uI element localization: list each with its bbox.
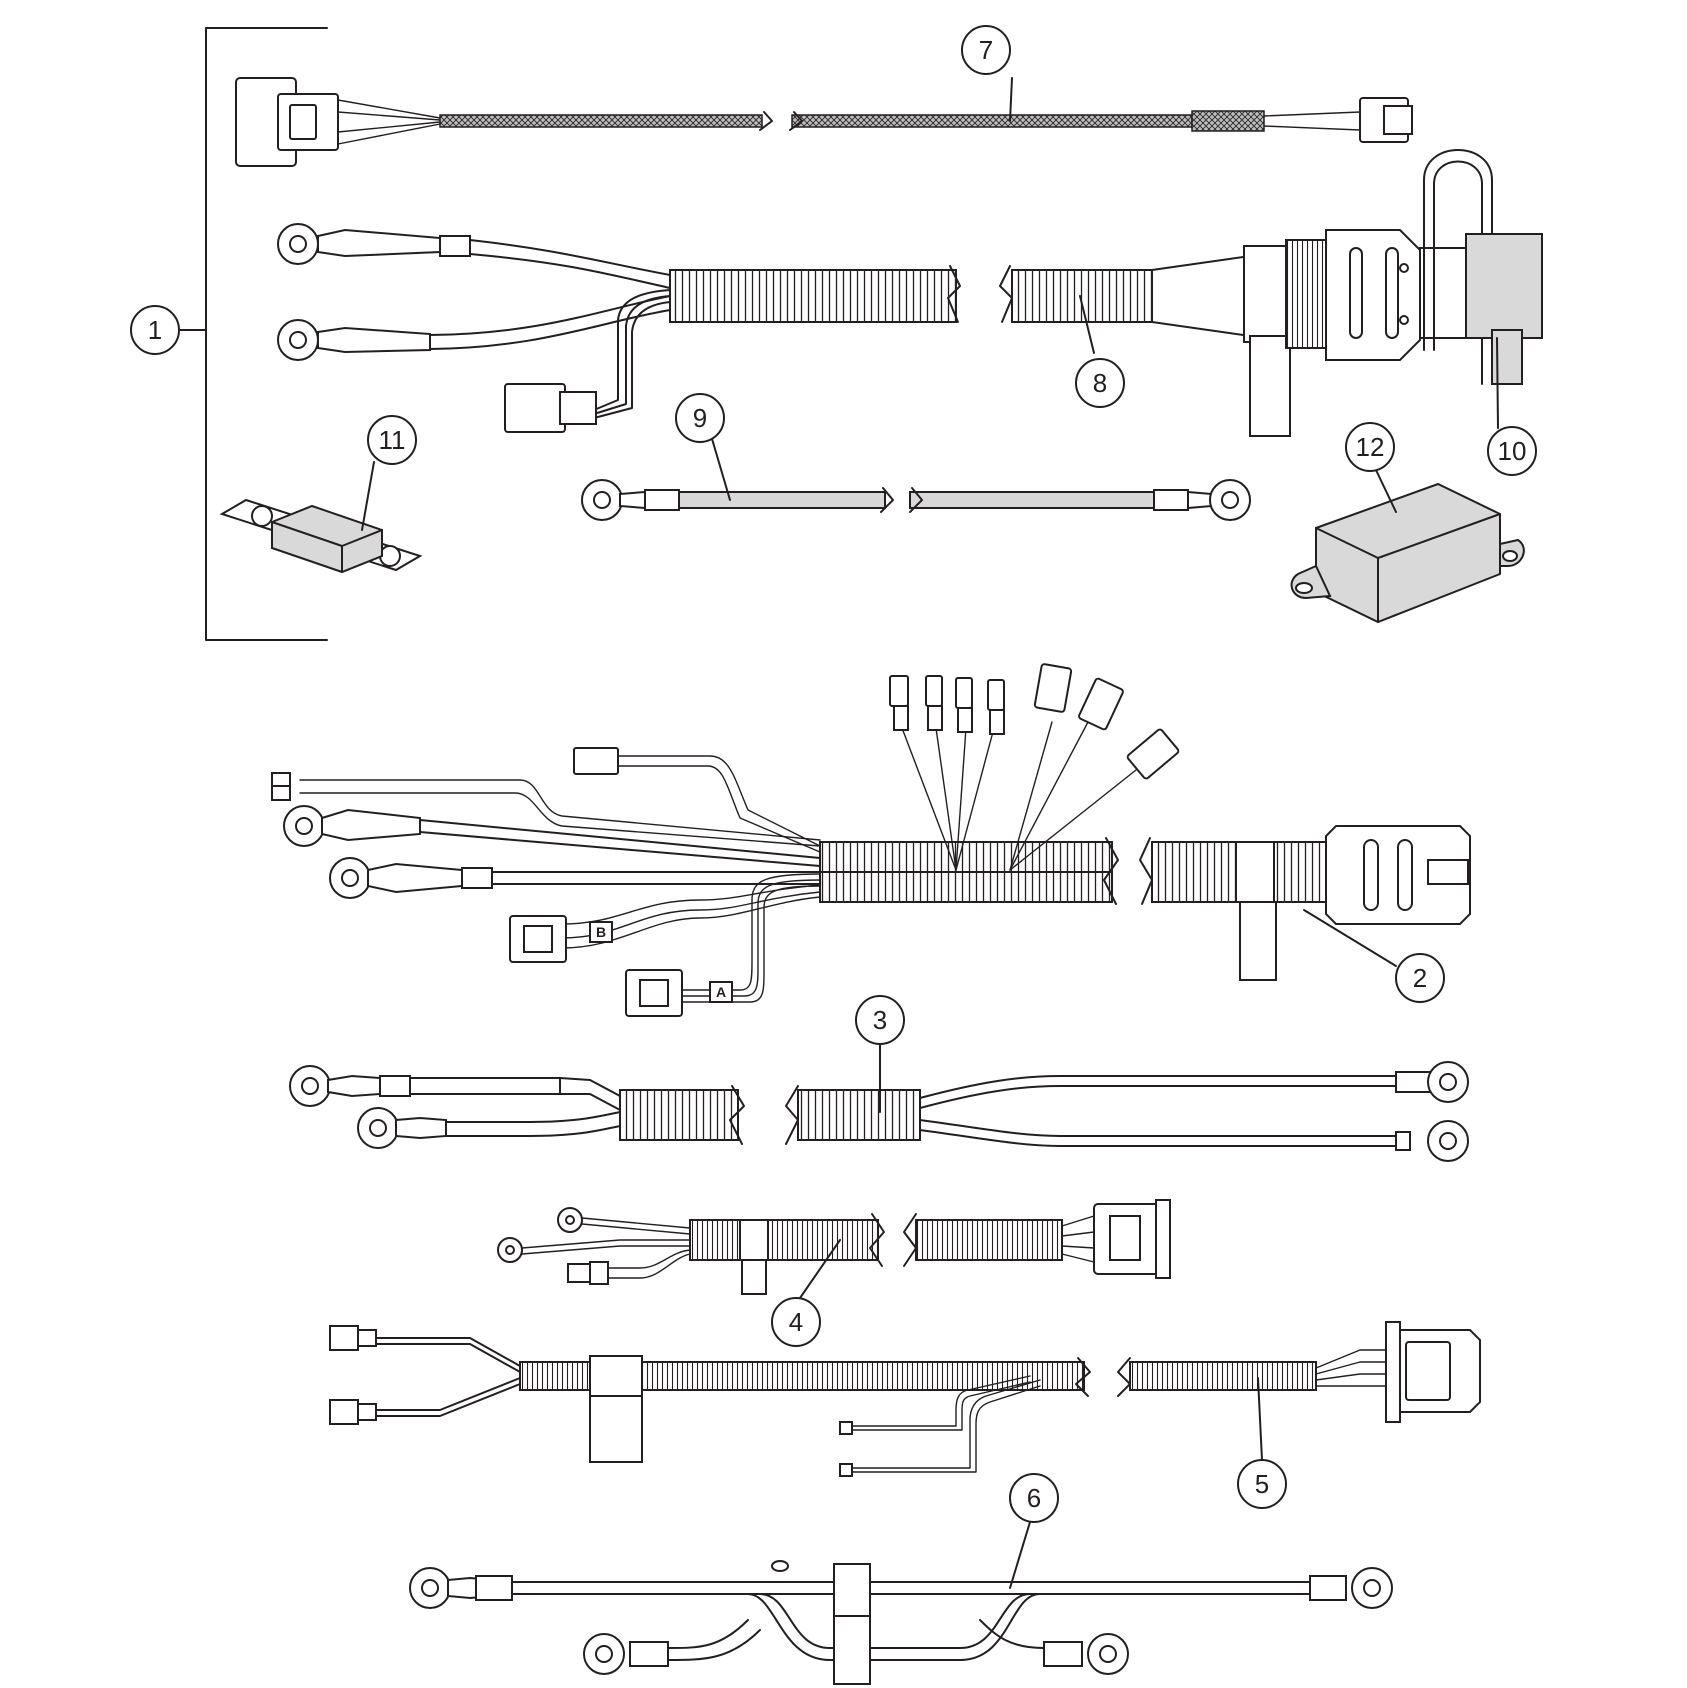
relay-box (1290, 482, 1525, 624)
loom-harness (277, 223, 1469, 437)
callout-4: 4 (771, 1297, 821, 1347)
small-harness (497, 1199, 1171, 1295)
callout-9: 9 (675, 393, 725, 443)
braided-cable (235, 77, 1413, 167)
svg-text:7: 7 (979, 35, 993, 65)
jumper-cable (581, 479, 1251, 521)
dust-cap (1423, 149, 1543, 385)
svg-text:2: 2 (1413, 963, 1427, 993)
callout-8: 8 (1075, 358, 1125, 408)
leader-lines (361, 77, 1499, 1589)
svg-text:4: 4 (789, 1307, 803, 1337)
svg-text:12: 12 (1356, 432, 1385, 462)
svg-text:6: 6 (1027, 1483, 1041, 1513)
callout-10: 10 (1487, 426, 1537, 476)
svg-text:10: 10 (1498, 436, 1527, 466)
callout-2: 2 (1395, 953, 1445, 1003)
kit-bracket (176, 27, 328, 641)
svg-text:8: 8 (1093, 368, 1107, 398)
svg-text:B: B (596, 924, 606, 940)
callout-1: 1 (130, 305, 180, 355)
callout-5: 5 (1237, 1459, 1287, 1509)
plug-harness (329, 1321, 1481, 1477)
main-harness (271, 663, 1471, 1017)
callout-12: 12 (1345, 422, 1395, 472)
connector-letter-b: B (589, 921, 613, 943)
svg-text:11: 11 (379, 425, 406, 455)
svg-text:9: 9 (693, 403, 707, 433)
callout-6: 6 (1009, 1473, 1059, 1523)
callout-3: 3 (855, 995, 905, 1045)
svg-text:5: 5 (1255, 1469, 1269, 1499)
callout-11: 11 (367, 415, 417, 465)
dual-cable-harness (289, 1061, 1469, 1162)
svg-text:3: 3 (873, 1005, 887, 1035)
fuse (219, 498, 423, 574)
battery-cable (409, 1560, 1393, 1685)
callout-7: 7 (961, 25, 1011, 75)
svg-text:1: 1 (148, 315, 162, 345)
connector-letter-a: A (709, 981, 733, 1003)
svg-text:A: A (716, 984, 726, 1000)
